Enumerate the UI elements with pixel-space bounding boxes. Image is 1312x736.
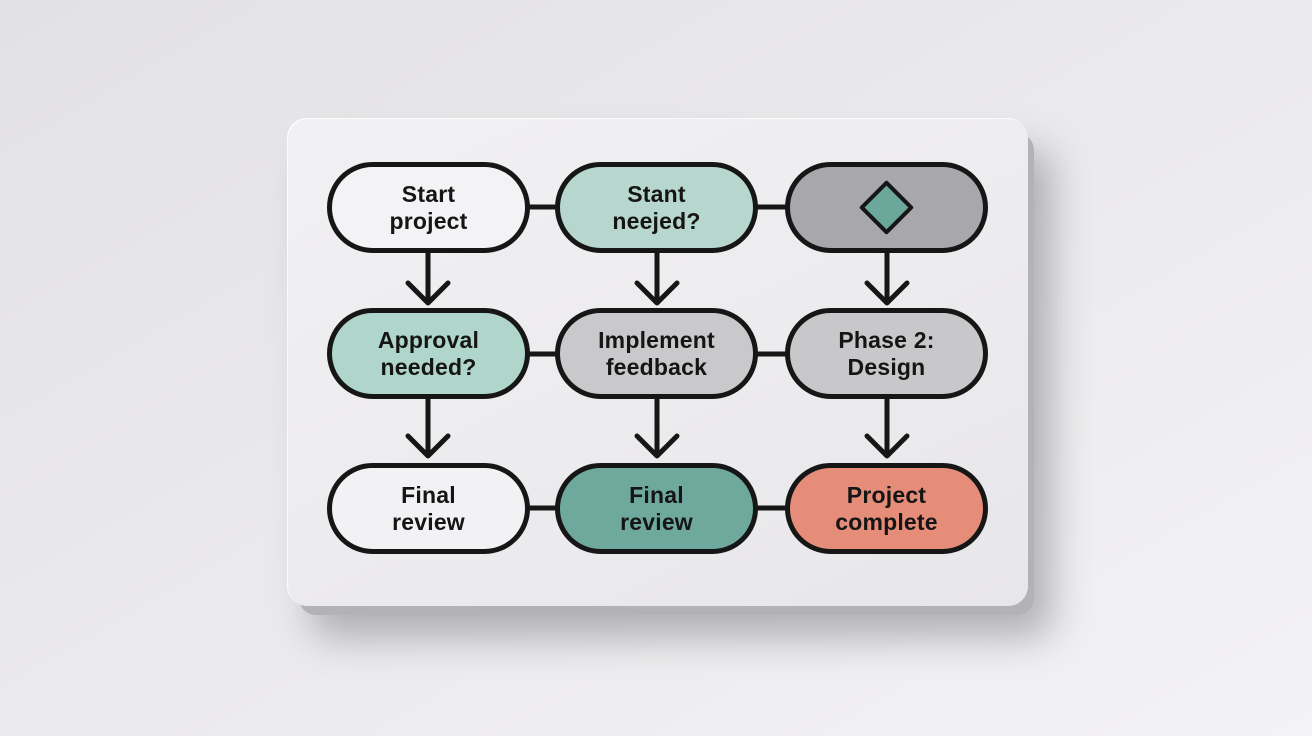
arrow-head-c2-r2	[634, 433, 680, 459]
arrow-head-c2-r1	[634, 280, 680, 306]
flowchart-card: Start project Stant neejed? Approval nee…	[287, 118, 1028, 606]
node-final-review-mid: Final review	[555, 463, 758, 554]
node-stant-neejed: Stant neejed?	[555, 162, 758, 253]
arrow-head-c3-r1	[864, 280, 910, 306]
arrow-head-c1-r1	[405, 280, 451, 306]
diamond-icon	[858, 179, 915, 236]
arrow-head-c3-r2	[864, 433, 910, 459]
node-approval-needed: Approval needed?	[327, 308, 530, 399]
arrow-head-c1-r2	[405, 433, 451, 459]
node-phase-2-design: Phase 2: Design	[785, 308, 988, 399]
node-final-review-left: Final review	[327, 463, 530, 554]
node-project-complete: Project complete	[785, 463, 988, 554]
node-start-project: Start project	[327, 162, 530, 253]
node-decision	[785, 162, 988, 253]
node-implement-feedback: Implement feedback	[555, 308, 758, 399]
